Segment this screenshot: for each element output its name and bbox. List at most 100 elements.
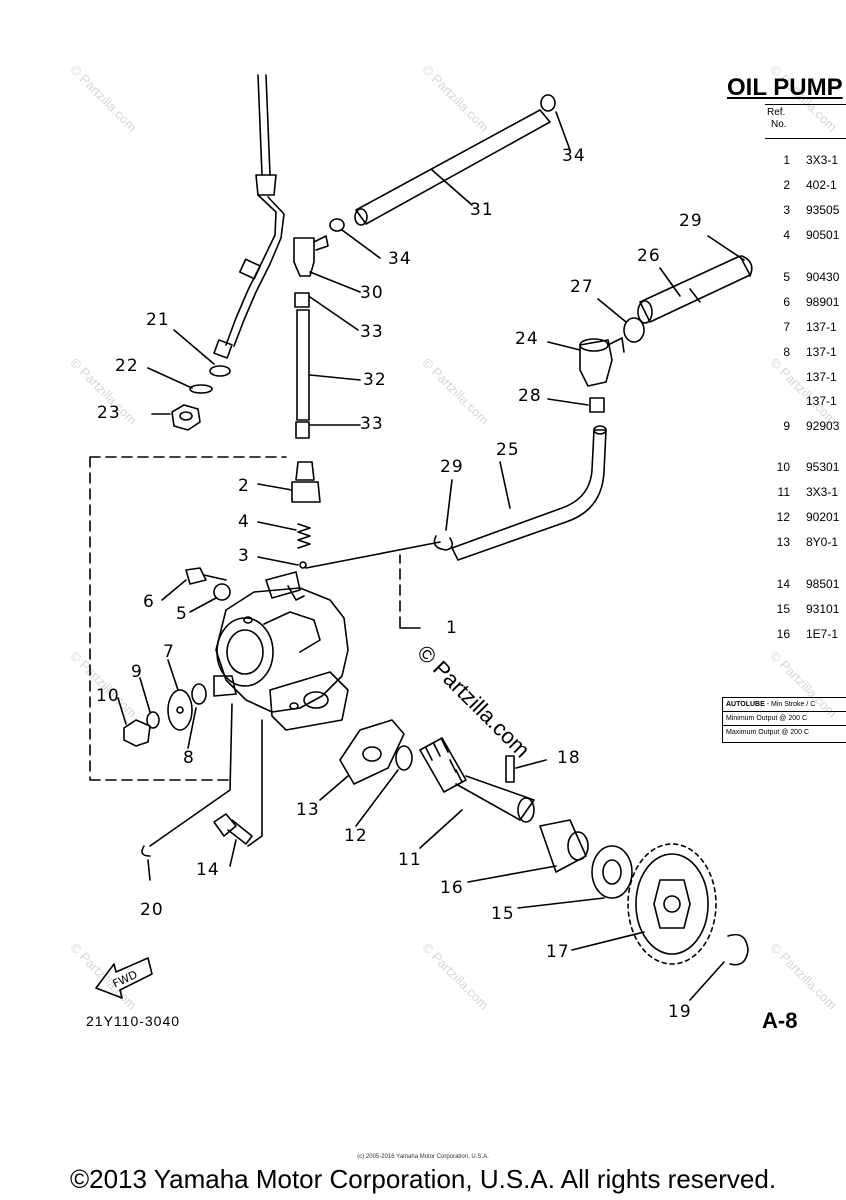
clip-20: [141, 845, 151, 857]
fitting-2: [291, 461, 321, 503]
callout-34: 34: [562, 146, 586, 166]
parts-row-partno: 95301: [806, 460, 840, 474]
parts-row-partno: 137-1: [806, 345, 837, 359]
parts-row-partno: 90201: [806, 510, 840, 524]
nut-10: [123, 719, 151, 747]
parts-row-ref: 2: [783, 178, 790, 192]
figure-code: 21Y110-3040: [86, 1013, 181, 1029]
parts-row-ref: 9: [783, 419, 790, 433]
callout-13: 13: [296, 800, 320, 820]
parts-row-ref: 12: [776, 510, 790, 524]
parts-row-ref: 4: [783, 228, 790, 242]
shaft-11: [419, 737, 535, 823]
plate-7: [167, 689, 193, 731]
nut-23: [171, 404, 201, 431]
callout-29: 29: [679, 211, 703, 231]
hose-26: [623, 255, 753, 343]
circlip-19: [727, 933, 749, 966]
callout-12: 12: [344, 826, 368, 846]
callout-1: 1: [446, 618, 458, 638]
parts-row-partno: 1E7-1: [806, 627, 839, 641]
callout-33: 33: [360, 414, 384, 434]
callout-29: 29: [440, 457, 464, 477]
parts-row-partno: 90430: [806, 270, 840, 284]
callout-32: 32: [363, 370, 387, 390]
ref-header-label: Ref.: [767, 107, 786, 118]
callout-18: 18: [557, 748, 581, 768]
washer-22: [189, 384, 213, 394]
no-header-label: No.: [771, 119, 787, 130]
gasket-13: [339, 719, 405, 785]
parts-row-partno: 8Y0-1: [806, 535, 839, 549]
callout-30: 30: [360, 283, 384, 303]
parts-row-ref: 3: [783, 203, 790, 217]
parts-row-ref: 5: [783, 270, 790, 284]
pin-18: [505, 755, 515, 783]
callout-34: 34: [388, 249, 412, 269]
parts-row-partno: 3X3-1: [806, 153, 839, 167]
autolube-table: AUTOLUBE - Min Stroke / C Minimum Output…: [722, 697, 846, 743]
bearing-15: [591, 845, 633, 899]
callout-2: 2: [238, 476, 250, 496]
page-title: OIL PUMP: [727, 74, 843, 101]
callout-26: 26: [637, 246, 661, 266]
parts-row-ref: 13: [776, 535, 790, 549]
parts-row-partno: 98901: [806, 295, 840, 309]
callout-28: 28: [518, 386, 542, 406]
control-cable: [213, 74, 285, 359]
callout-20: 20: [140, 900, 164, 920]
callout-33: 33: [360, 322, 384, 342]
parts-row-partno: 137-1: [806, 370, 837, 384]
callout-9: 9: [131, 662, 143, 682]
callout-6: 6: [143, 592, 155, 612]
parts-row-ref: 11: [777, 485, 790, 499]
bolt-14: [213, 813, 253, 845]
callout-24: 24: [515, 329, 539, 349]
callout-19: 19: [668, 1002, 692, 1022]
callout-31: 31: [470, 200, 494, 220]
page-id: A-8: [762, 1008, 798, 1033]
header-rule: [765, 104, 846, 105]
hose-31: [354, 94, 556, 226]
callout-23: 23: [97, 403, 121, 423]
parts-row-partno: 92903: [806, 419, 840, 433]
parts-row-partno: 90501: [806, 228, 840, 242]
callout-22: 22: [115, 356, 139, 376]
ref-column-header: Ref. No.: [767, 107, 787, 131]
callout-16: 16: [440, 878, 464, 898]
collar-16: [539, 819, 589, 873]
autolube-heading: AUTOLUBE - Min Stroke / C: [723, 698, 846, 712]
callout-4: 4: [238, 512, 250, 532]
callout-8: 8: [183, 748, 195, 768]
gear-17: [627, 843, 717, 965]
parts-row-ref: 10: [776, 460, 790, 474]
parts-row-ref: 14: [776, 577, 790, 591]
parts-row-partno: 3X3-1: [806, 485, 839, 499]
callout-5: 5: [176, 604, 188, 624]
parts-row-ref: 1: [783, 153, 790, 167]
spring-4: [297, 523, 311, 549]
parts-row-partno: 137-1: [806, 394, 837, 408]
fwd-arrow-icon: [95, 957, 153, 999]
copyright-footer: ©2013 Yamaha Motor Corporation, U.S.A. A…: [69, 1164, 777, 1194]
parts-row-partno: 93101: [806, 602, 840, 616]
header-rule: [765, 138, 846, 139]
washer-21: [209, 365, 231, 377]
autolube-max: Maximum Output @ 200 C: [726, 729, 809, 736]
callout-3: 3: [238, 546, 250, 566]
elbow-24: [579, 337, 625, 413]
callout-21: 21: [146, 310, 170, 330]
hose-25: [451, 425, 607, 561]
parts-row-partno: 402-1: [806, 178, 837, 192]
callout-17: 17: [546, 942, 570, 962]
pump-body: [213, 571, 349, 731]
small-copyright: (c) 2005-2016 Yamaha Motor Corporation, …: [357, 1154, 489, 1160]
callout-10: 10: [96, 686, 120, 706]
parts-row-partno: 137-1: [806, 320, 837, 334]
parts-row-ref: 8: [783, 345, 790, 359]
bolt-6: [185, 567, 227, 585]
callout-11: 11: [398, 850, 422, 870]
callout-25: 25: [496, 440, 520, 460]
